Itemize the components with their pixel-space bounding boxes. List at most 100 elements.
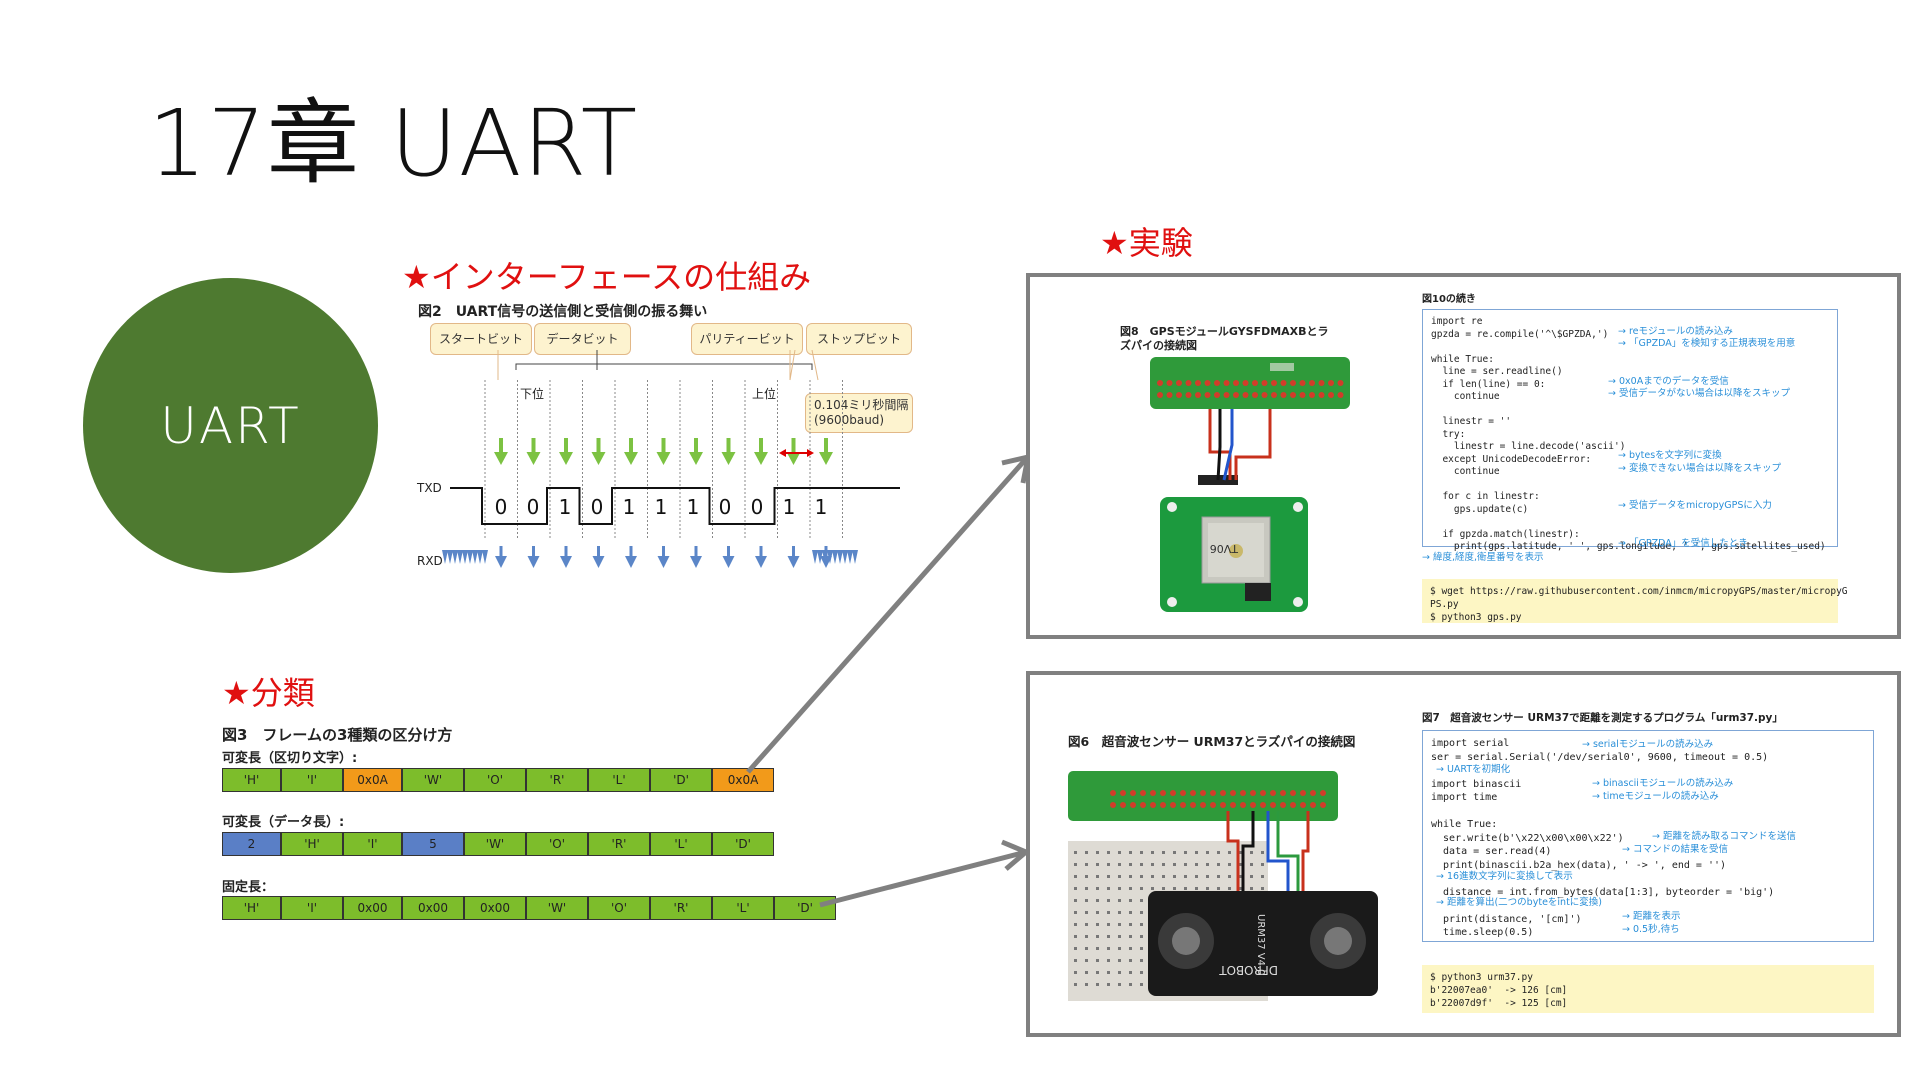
receive-arrow-icon [817,550,823,564]
bit-value: 1 [654,495,668,519]
sample-arrow-icon [624,438,638,465]
ultrasonic-figure-title: 図6 超音波センサー URM37とラズパイの接続図 [1068,734,1356,749]
frame-cell: 0x0A [343,768,402,792]
code-comment: → reモジュールの読み込み [1618,326,1733,337]
receive-arrow-icon [690,546,702,568]
gps-terminal: $ wget https://raw.githubusercontent.com… [1422,579,1848,623]
frame-cell: 'W' [402,768,464,792]
frame-cell: 0x00 [402,896,464,920]
sample-arrow-icon [689,438,703,465]
bit-value: 1 [782,495,796,519]
frame-cell: 'D' [774,896,836,920]
frame-cell: 5 [402,832,464,856]
sample-arrow-icon [591,438,606,465]
bit-value: 1 [558,495,572,519]
txd-label: TXD [417,481,442,495]
gps-module-text: TV06 [1210,542,1239,555]
receive-arrow-icon [442,550,448,564]
receive-arrow-icon [827,550,833,564]
receive-arrow-icon [447,550,453,564]
receive-arrow-icon [625,546,637,568]
gps-code: import re gpzda = re.compile('^\$GPZDA,'… [1422,309,1838,552]
frame-cell: 'L' [712,896,774,920]
gps-code-box: import re gpzda = re.compile('^\$GPZDA,'… [1422,309,1838,563]
frame-cell: 'O' [464,768,526,792]
classification-heading: ★分類 [222,674,315,712]
bit-value: 1 [686,495,700,519]
receive-arrow-icon [462,550,468,564]
frame-cell: 0x00 [464,896,526,920]
code-comment: → 16進数文字列に変換して表示 [1436,871,1573,882]
code-comment: → 距離を表示 [1622,911,1681,922]
sample-arrow-icon [656,438,671,465]
sensor-brand-text: DFROBOT [1219,963,1278,977]
code-comment: → 「GPZDA」を受信したとき [1618,538,1748,549]
lower-label: 下位 [520,387,545,401]
frame-cell: 'O' [526,832,588,856]
receive-arrow-icon [852,550,858,564]
receive-arrow-icon [457,550,463,564]
sample-arrow-icon [754,438,768,465]
receive-arrow-icon [755,546,767,568]
code-comment: → 距離を読み取るコマンドを送信 [1652,831,1796,842]
frame-row-length: 2'H''I'5'W''O''R''L''D' [222,832,774,856]
frame-cell: 0x00 [343,896,402,920]
frame-cell: 'W' [526,896,588,920]
code-comment: → bytesを文字列に変換 [1618,450,1722,461]
frame-cell: 'L' [588,768,650,792]
uart-figure-title: 図2 UART信号の送信側と受信側の振る舞い [418,304,708,320]
receive-arrow-icon [452,550,458,564]
circle-label: UART [160,396,301,455]
code-comment: → timeモジュールの読み込み [1592,791,1719,802]
frame-cell: 'R' [526,768,588,792]
row-label-length: 可変長（データ長）: [222,815,345,830]
receive-arrow-icon [560,546,572,568]
frame-figure-title: 図3 フレームの3種類の区分け方 [222,726,453,744]
experiment-heading: ★実験 [1100,224,1193,262]
sample-arrow-icon [526,438,541,465]
frame-cell: 'R' [650,896,712,920]
receive-arrow-icon [787,546,800,568]
callout-parity-bit: パリティービット [691,323,803,355]
code-comment: → コマンドの結果を受信 [1622,844,1728,855]
frame-cell: 'I' [343,832,402,856]
receive-arrow-icon [822,550,828,564]
uart-timing-diagram [442,350,900,568]
sample-arrow-icon [819,438,833,465]
receive-arrow-icon [527,546,540,568]
connector-arrows [746,453,1032,908]
frame-cell: 'L' [650,832,712,856]
frame-cell: 'H' [281,832,343,856]
bit-value: 0 [494,495,508,519]
code-comment: → 0x0Aまでのデータを受信 [1608,376,1729,387]
receive-arrow-icon [472,550,478,564]
code-comment: → binasciiモジュールの読み込み [1592,778,1734,789]
slide-title: 17章 UART [148,90,639,197]
gps-code-title: 図10の続き [1422,294,1476,305]
code-comment: → 0.5秒,待ち [1622,924,1680,935]
callout-interval: 0.104ミリ秒間隔 (9600baud) [805,393,913,433]
ultrasonic-code: import serial ser = serial.Serial('/dev/… [1422,730,1874,942]
ultrasonic-terminal: $ python3 urm37.py b'22007ea0' -> 126 [c… [1422,965,1874,1013]
sensor-model-text: URM37 V4.0 [1255,914,1266,976]
receive-arrow-icon [722,546,735,568]
frame-cell: 'D' [712,832,774,856]
code-comment: → UARTを初期化 [1436,764,1511,775]
callout-start-bit: スタートビット [430,323,532,355]
receive-arrow-icon [657,546,670,568]
code-comment: → 受信データがない場合は以降をスキップ [1608,388,1790,399]
code-comment: → serialモジュールの読み込み [1582,739,1714,750]
gps-panel: 図8 GPSモジュールGYSFDMAXBとラズパイの接続図 TV06 図10の続… [1026,273,1901,639]
ultrasonic-code-box: import serial ser = serial.Serial('/dev/… [1422,730,1874,942]
receive-arrow-icon [495,546,507,568]
upper-label: 上位 [752,387,777,401]
gps-hardware-image: TV06 [1150,357,1350,612]
sample-arrow-icon [494,438,508,465]
frame-cell: 'W' [464,832,526,856]
frame-cell: 'I' [281,768,343,792]
row-label-fixed: 固定長： [222,880,275,895]
ultrasonic-panel: 図6 超音波センサー URM37とラズパイの接続図 DFROBOT URM37 … [1026,671,1901,1037]
receive-arrow-icon [847,550,853,564]
callout-stop-bit: ストップビット [806,323,912,355]
